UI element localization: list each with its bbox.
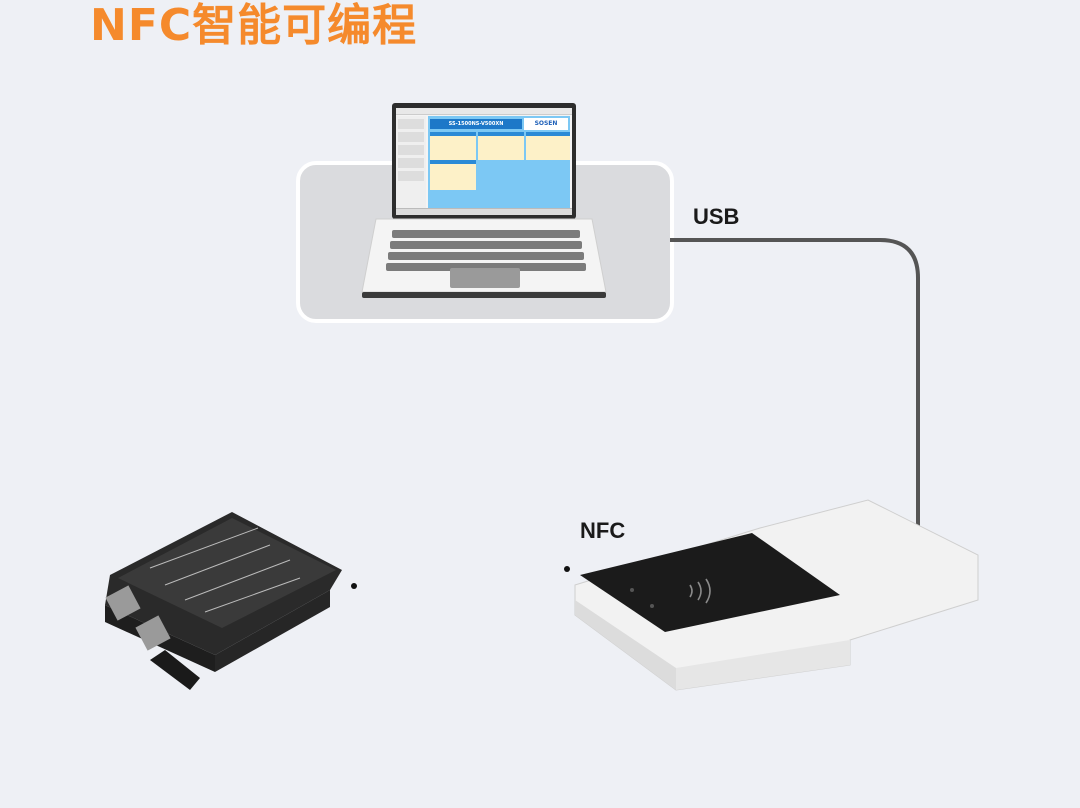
keyboard [386,230,586,271]
software-panel [478,132,524,160]
software-panel [526,132,570,160]
connector-dot [564,566,570,572]
software-main: SS-1500NS-V500XN SOSEN [428,116,570,209]
software-sidebar [396,116,426,209]
led-driver-icon [105,512,342,690]
page-title: NFC智能可编程 [90,0,418,51]
laptop-screen: SS-1500NS-V500XN SOSEN [396,108,572,215]
software-brand-logo: SOSEN [524,118,568,130]
nfc-wave-icon [689,578,711,604]
software-statusbar [396,208,572,215]
nfc-label: NFC [580,518,626,543]
software-panel [430,132,476,160]
usb-cable [670,238,920,530]
software-model: SS-1500NS-V500XN [430,119,522,129]
usb-label: USB [693,204,740,229]
software-menubar [396,108,572,115]
touchpad [450,268,520,288]
connector-dot [351,583,357,589]
software-panel [430,160,476,190]
nfc-reader-icon [574,499,979,691]
